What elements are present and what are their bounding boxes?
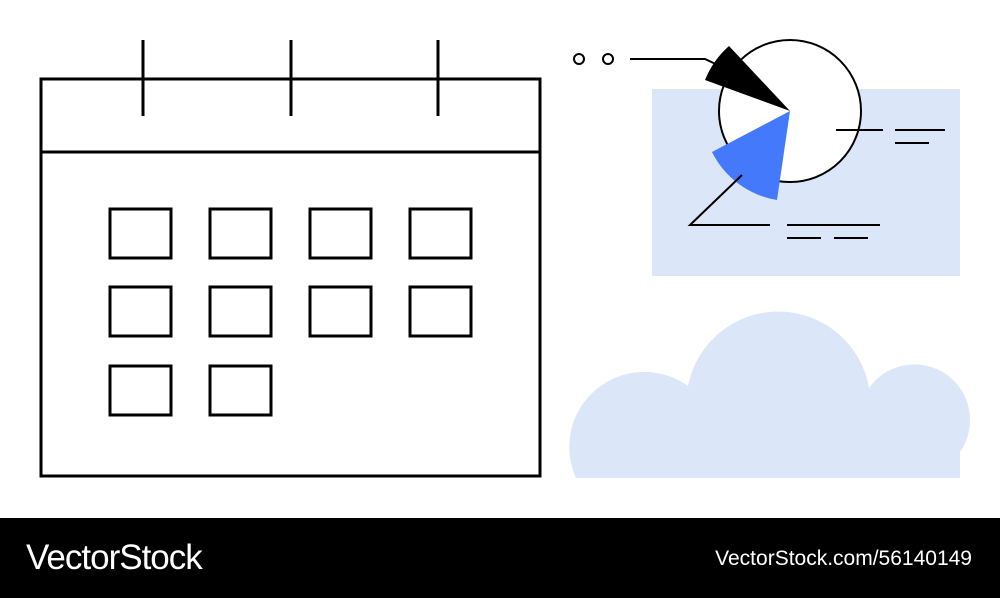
annotation-lines xyxy=(630,58,945,239)
calendar-day-cell xyxy=(208,364,273,417)
calendar-day-cell xyxy=(408,207,473,260)
calendar-day-cell xyxy=(408,285,473,338)
calendar-day-grid xyxy=(108,207,473,417)
pie-slice-black xyxy=(705,46,790,111)
calendar-day-cell xyxy=(108,285,173,338)
calendar-icon xyxy=(39,40,542,478)
calendar-day-cell xyxy=(108,207,173,260)
ellipsis-dots-icon xyxy=(573,53,614,65)
leader-line xyxy=(630,58,725,69)
brand-name: VectorStock xyxy=(26,538,203,577)
pie-slice-blue xyxy=(712,111,790,200)
pie-chart-icon xyxy=(705,39,862,200)
calendar-day-cell xyxy=(108,364,173,417)
calendar-day-cell xyxy=(208,207,273,260)
leader-line xyxy=(687,174,770,226)
illustration xyxy=(39,39,971,478)
watermark-footer: VectorStock VectorStock.com/56140149 xyxy=(0,518,1000,598)
dot xyxy=(602,53,614,65)
calendar-day-cell xyxy=(308,285,373,338)
cloud-shape xyxy=(569,311,971,478)
calendar-day-cell xyxy=(208,285,273,338)
image-reference: VectorStock.com/56140149 xyxy=(715,547,972,570)
calendar-day-cell xyxy=(308,207,373,260)
dot xyxy=(573,53,585,65)
